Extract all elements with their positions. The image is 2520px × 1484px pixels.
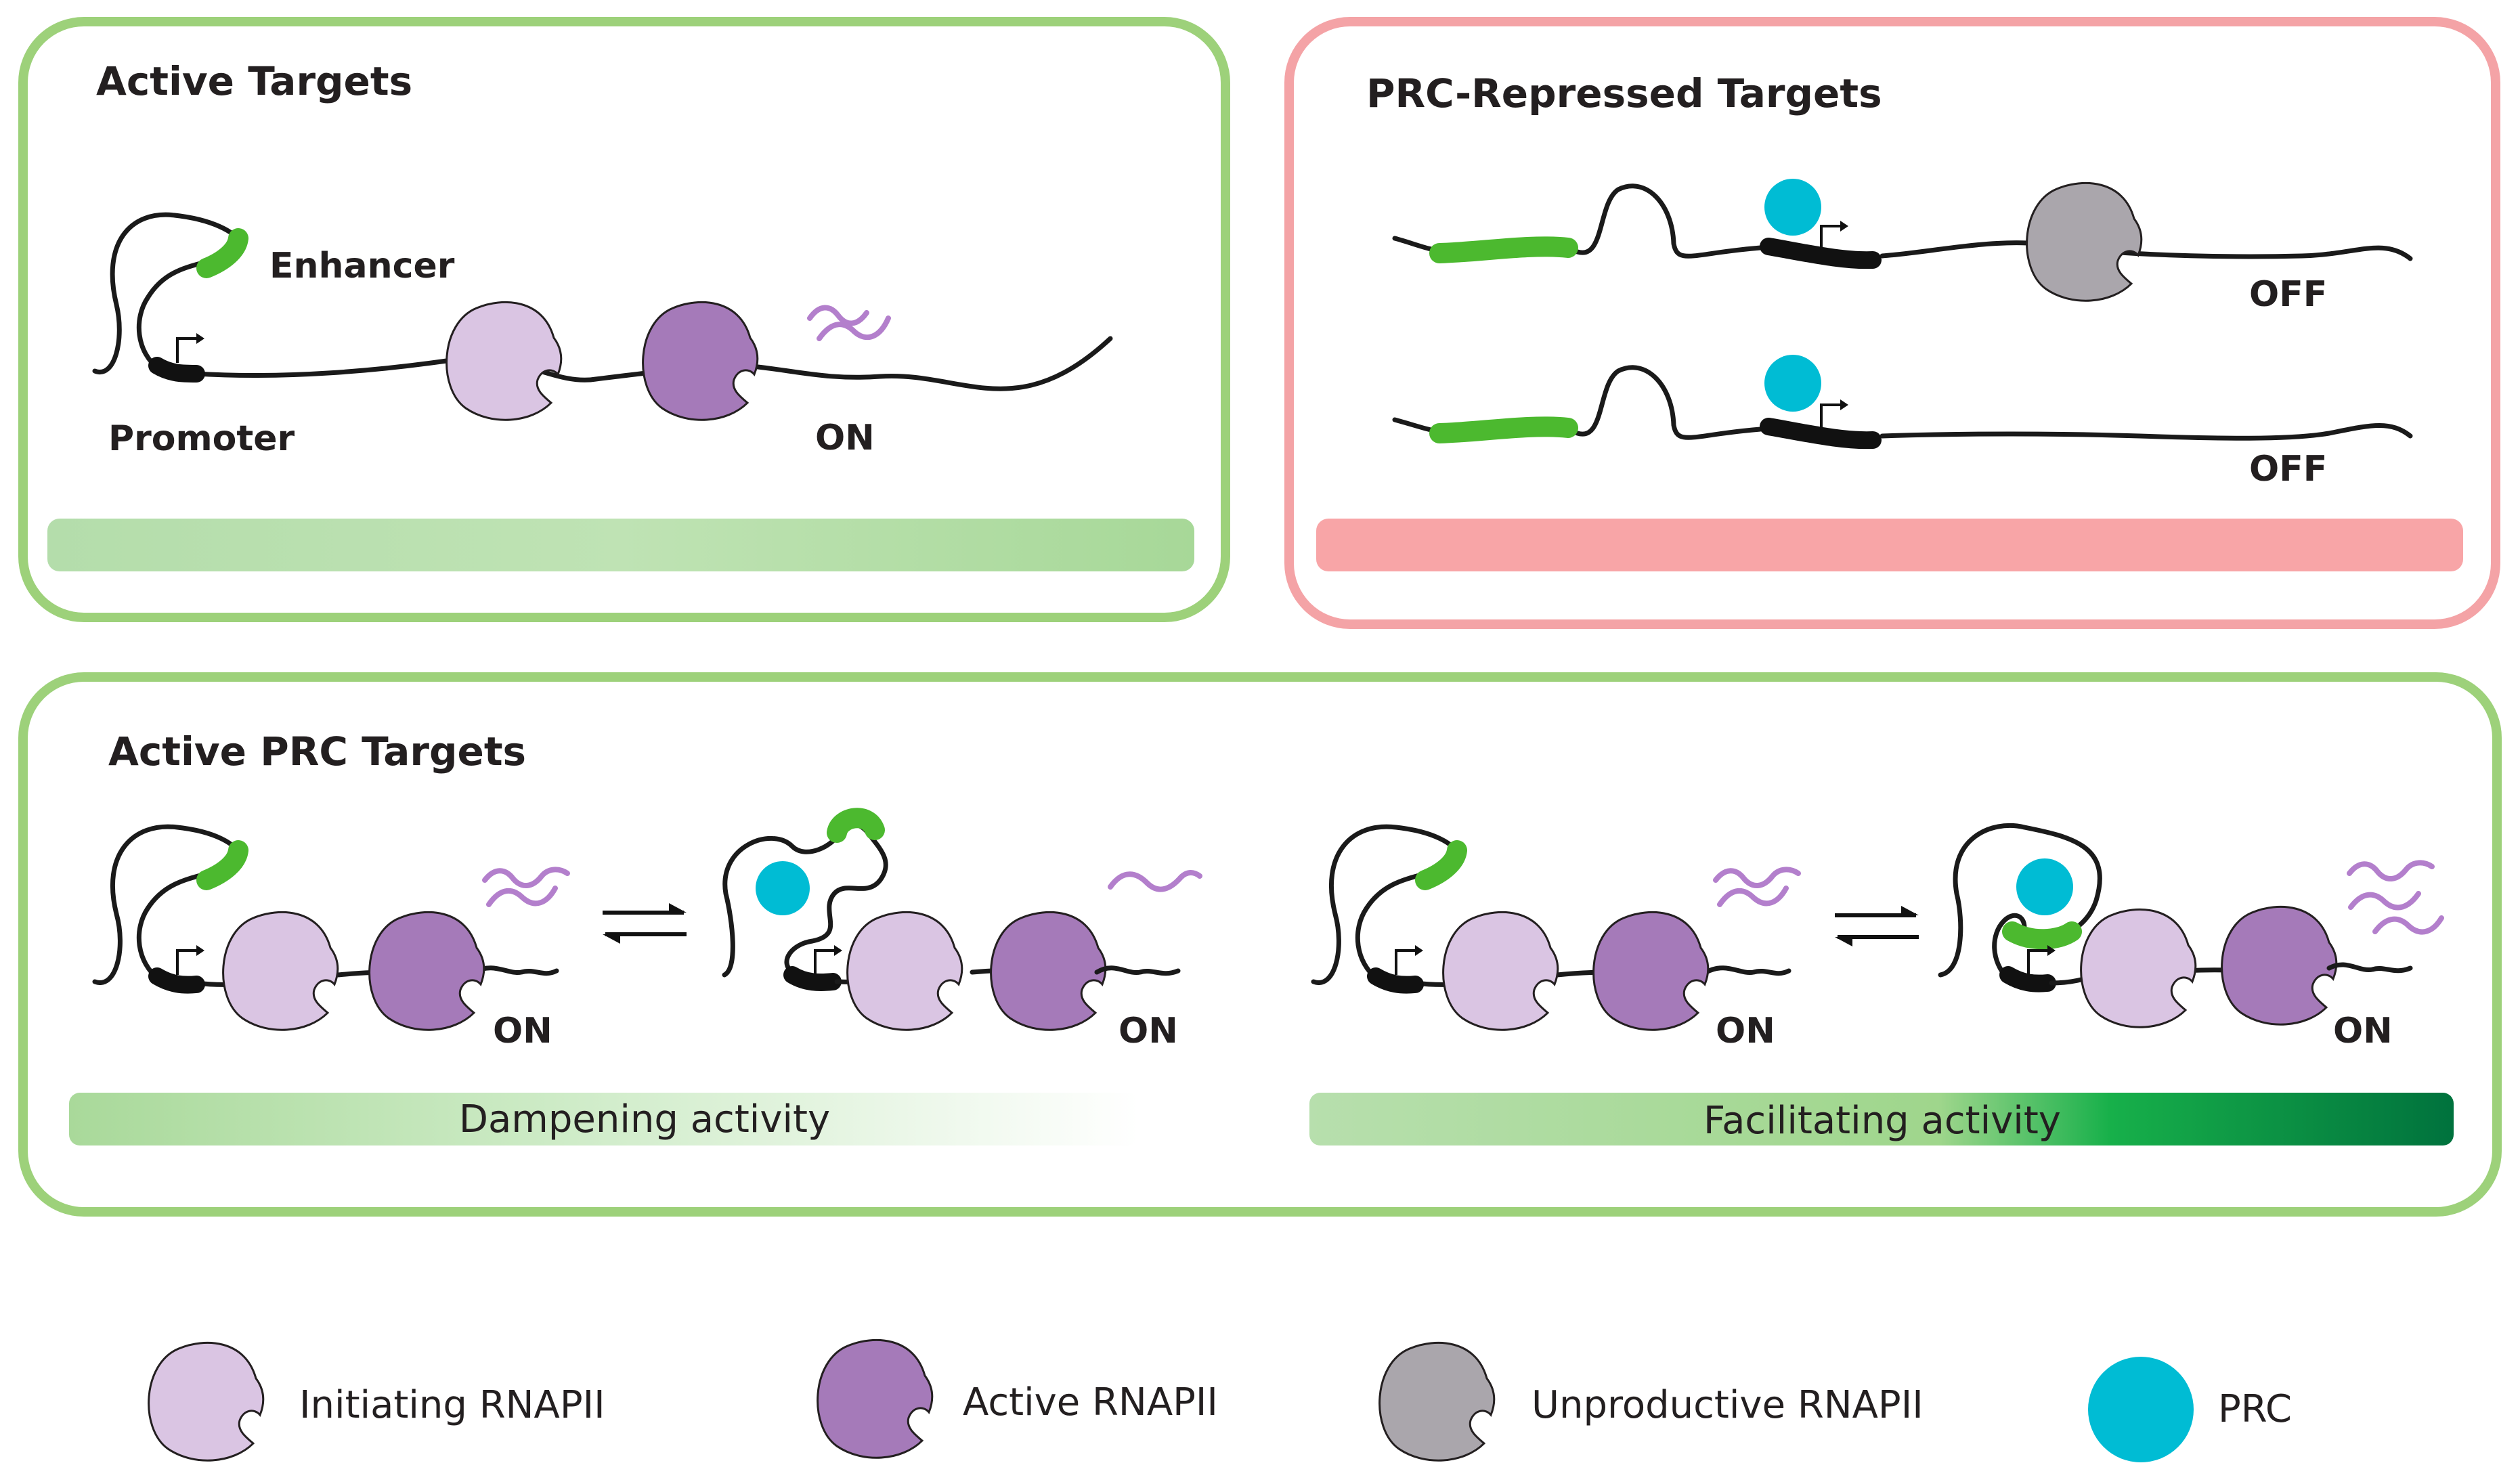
active-targets-enhancer xyxy=(196,228,248,278)
dampening-activity-label: Dampening activity xyxy=(459,1097,830,1141)
repressed-off-label-1: OFF xyxy=(2249,274,2327,315)
unproductive-rnapii xyxy=(2026,181,2143,302)
legend-active-rnapii-label: Active RNAPII xyxy=(963,1380,1218,1424)
active-targets-activity-bar xyxy=(47,519,1194,571)
prc-diagram-c xyxy=(1311,824,1801,1031)
legend-prc-swatch xyxy=(2088,1357,2194,1462)
initiating-rnapii xyxy=(446,301,563,421)
dampening-activity-bar xyxy=(69,1093,1139,1145)
legend: Initiating RNAPII Active RNAPII Unproduc… xyxy=(148,1338,2292,1462)
legend-active-rnapii-swatch xyxy=(817,1338,934,1459)
prc-on-label-2: ON xyxy=(1118,1011,1178,1051)
repressed-row-1-tss-arrow xyxy=(1820,221,1848,249)
active-targets-tss-arrow xyxy=(176,333,204,363)
promoter-label: Promoter xyxy=(108,418,295,459)
repressed-row-1-promoter xyxy=(1760,238,1882,269)
active-targets-panel xyxy=(18,17,1230,622)
active-prc-targets-title: Active PRC Targets xyxy=(108,728,526,774)
repressed-row-2-tss-arrow xyxy=(1820,399,1848,429)
repressed-activity-bar xyxy=(1316,519,2463,571)
equilibrium-arrows-1 xyxy=(603,903,687,944)
prc-diagram-a xyxy=(92,824,570,1031)
prc-on-label-3: ON xyxy=(1716,1011,1775,1051)
repressed-row-2-prc xyxy=(1764,355,1821,412)
facilitating-activity-bar xyxy=(1309,1093,2454,1145)
repressed-row-1-prc xyxy=(1764,179,1821,236)
prc-repressed-targets-panel xyxy=(1284,17,2500,629)
legend-initiating-rnapii-label: Initiating RNAPII xyxy=(299,1383,605,1427)
prc-on-label-1: ON xyxy=(493,1011,552,1051)
facilitating-activity-label: Facilitating activity xyxy=(1703,1099,2061,1143)
enhancer-label: Enhancer xyxy=(269,246,455,286)
prc-diagram-b xyxy=(722,808,1202,1031)
equilibrium-arrows-2 xyxy=(1835,906,1919,946)
repressed-row-1-enhancer xyxy=(1429,236,1578,263)
active-targets-rna xyxy=(807,305,891,341)
repressed-off-label-2: OFF xyxy=(2249,449,2327,489)
repressed-row-2-promoter xyxy=(1760,418,1882,450)
legend-initiating-rnapii-swatch xyxy=(148,1341,265,1462)
active-targets-promoter xyxy=(148,357,205,383)
legend-unproductive-rnapii-swatch xyxy=(1378,1341,1496,1462)
legend-prc-label: PRC xyxy=(2218,1387,2292,1431)
active-rnapii xyxy=(642,301,759,421)
prc-repressed-targets-title: PRC-Repressed Targets xyxy=(1366,70,1882,116)
prc-on-label-4: ON xyxy=(2333,1011,2393,1051)
active-targets-on-label: ON xyxy=(815,418,875,458)
repressed-row-2-enhancer xyxy=(1429,416,1578,443)
legend-unproductive-rnapii-label: Unproductive RNAPII xyxy=(1531,1383,1924,1427)
prc-diagram-d xyxy=(1938,823,2444,1028)
active-prc-targets-panel xyxy=(18,672,2502,1217)
active-targets-title: Active Targets xyxy=(96,58,412,104)
